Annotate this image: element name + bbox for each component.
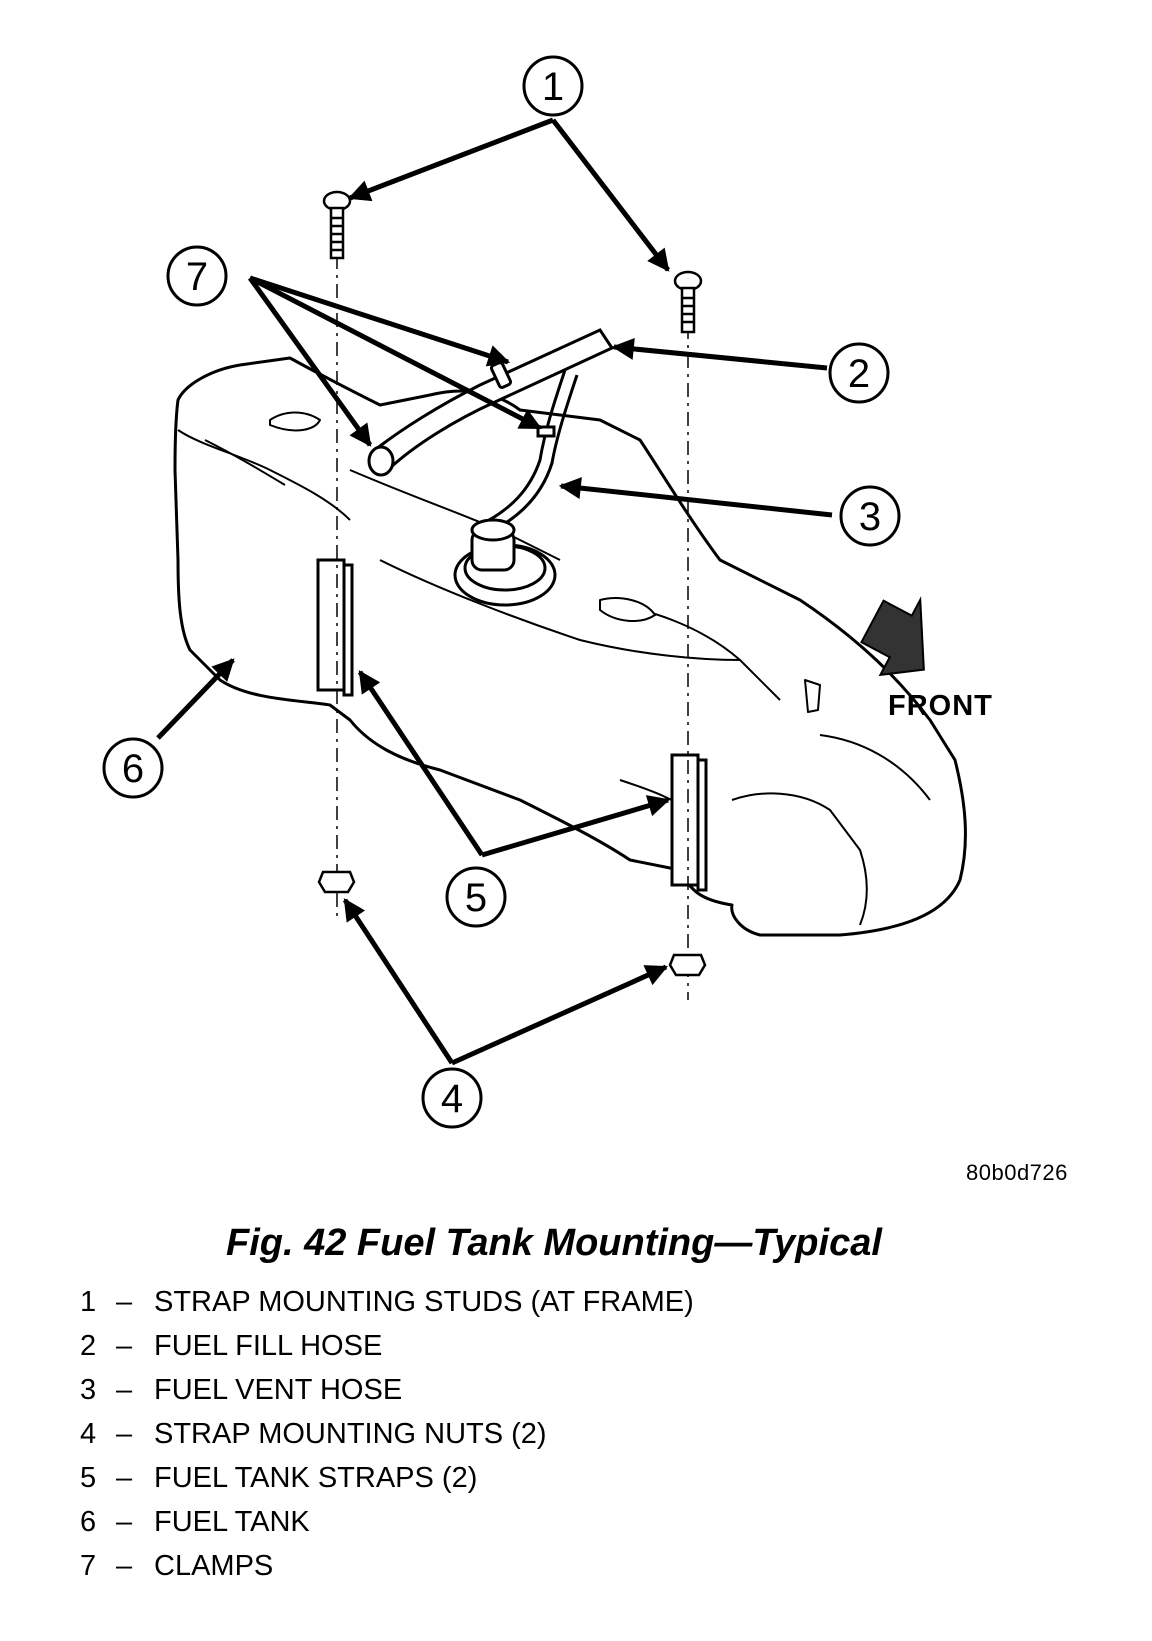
strap-mounting-nuts: [317, 870, 707, 977]
callout-5: 5: [445, 866, 507, 928]
alignment-lines: [336, 255, 689, 1000]
legend-separator: –: [116, 1462, 133, 1494]
legend-text: STRAP MOUNTING NUTS (2): [154, 1418, 547, 1450]
strap-mounting-stud-left: [322, 190, 352, 260]
front-direction-label: FRONT: [888, 690, 993, 722]
legend-separator: –: [116, 1418, 133, 1450]
svg-text:4: 4: [441, 1077, 463, 1121]
legend-number: 7: [80, 1550, 97, 1582]
legend-text: FUEL TANK: [154, 1506, 310, 1538]
legend-text: FUEL TANK STRAPS (2): [154, 1462, 478, 1494]
callout-6: 6: [102, 737, 164, 799]
legend-number: 6: [80, 1506, 97, 1538]
legend-item: 5–FUEL TANK STRAPS (2): [80, 1456, 694, 1500]
callout-2: 2: [828, 342, 890, 404]
fuel-fill-hose: [367, 328, 615, 477]
svg-text:7: 7: [186, 255, 208, 299]
figure-caption: Fig. 42 Fuel Tank Mounting—Typical: [226, 1222, 882, 1264]
legend-separator: –: [116, 1374, 133, 1406]
legend-number: 1: [80, 1286, 97, 1318]
svg-text:6: 6: [122, 747, 144, 791]
legend-number: 4: [80, 1418, 97, 1450]
fuel-tank: [173, 356, 967, 937]
legend-number: 3: [80, 1374, 97, 1406]
svg-text:5: 5: [465, 876, 487, 920]
legend-number: 5: [80, 1462, 97, 1494]
legend-text: STRAP MOUNTING STUDS (AT FRAME): [154, 1286, 694, 1318]
image-code: 80b0d726: [966, 1160, 1068, 1185]
legend-item: 6–FUEL TANK: [80, 1500, 694, 1544]
legend-item: 3–FUEL VENT HOSE: [80, 1368, 694, 1412]
leader-arrows: [156, 117, 833, 1066]
legend-item: 2–FUEL FILL HOSE: [80, 1324, 694, 1368]
callout-1: 1: [522, 55, 584, 117]
legend-item: 4–STRAP MOUNTING NUTS (2): [80, 1412, 694, 1456]
legend-separator: –: [116, 1286, 133, 1318]
svg-text:1: 1: [542, 65, 564, 109]
callout-3: 3: [839, 485, 901, 547]
svg-text:3: 3: [859, 495, 881, 539]
legend-separator: –: [116, 1506, 133, 1538]
filler-neck: [453, 518, 557, 607]
legend-text: FUEL VENT HOSE: [154, 1374, 403, 1406]
callout-4: 4: [421, 1067, 483, 1129]
front-arrow: [860, 596, 925, 677]
fuel-tank-straps: [316, 558, 708, 892]
fuel-tank-diagram: 1 7 2 3 6 5 4: [102, 55, 967, 1129]
legend-item: 1–STRAP MOUNTING STUDS (AT FRAME): [80, 1280, 694, 1324]
legend-text: CLAMPS: [154, 1550, 274, 1582]
callout-7: 7: [166, 245, 228, 307]
svg-text:2: 2: [848, 352, 870, 396]
legend-separator: –: [116, 1330, 133, 1362]
legend-separator: –: [116, 1550, 133, 1582]
fuel-vent-hose: [479, 369, 579, 534]
legend-text: FUEL FILL HOSE: [154, 1330, 383, 1362]
legend-list: 1–STRAP MOUNTING STUDS (AT FRAME) 2–FUEL…: [80, 1280, 694, 1588]
legend-item: 7–CLAMPS: [80, 1544, 694, 1588]
legend-number: 2: [80, 1330, 97, 1362]
strap-mounting-stud-right: [673, 270, 703, 334]
